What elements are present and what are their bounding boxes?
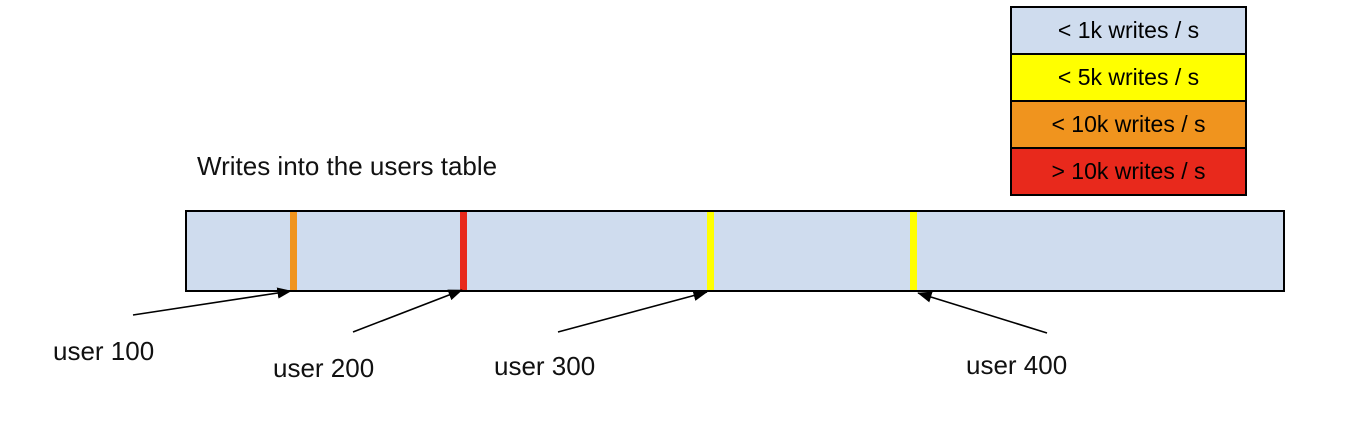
users-table-bar xyxy=(185,210,1285,292)
legend-item: < 5k writes / s xyxy=(1010,53,1247,102)
callout-arrow xyxy=(352,289,463,333)
user-label: user 200 xyxy=(273,353,375,383)
diagram-title: Writes into the users table xyxy=(197,151,498,181)
write-hotspot-marker xyxy=(910,212,917,290)
legend: < 1k writes / s < 5k writes / s < 10k wr… xyxy=(1010,6,1247,196)
legend-item-label: < 5k writes / s xyxy=(1057,64,1200,90)
user-label: user 300 xyxy=(494,351,596,381)
callout-arrow xyxy=(132,287,292,316)
legend-item-label: > 10k writes / s xyxy=(1051,158,1206,184)
legend-item-label: < 1k writes / s xyxy=(1057,17,1200,43)
legend-item: > 10k writes / s xyxy=(1010,147,1247,196)
user-label: user 100 xyxy=(53,336,155,366)
callout-arrow xyxy=(917,291,1048,334)
write-hotspot-marker xyxy=(460,212,467,290)
user-label: user 400 xyxy=(966,350,1068,380)
legend-item: < 1k writes / s xyxy=(1010,6,1247,55)
callout-arrow xyxy=(557,290,708,333)
write-hotspot-marker xyxy=(290,212,297,290)
legend-item: < 10k writes / s xyxy=(1010,100,1247,149)
write-hotspot-marker xyxy=(707,212,714,290)
legend-item-label: < 10k writes / s xyxy=(1051,111,1206,137)
